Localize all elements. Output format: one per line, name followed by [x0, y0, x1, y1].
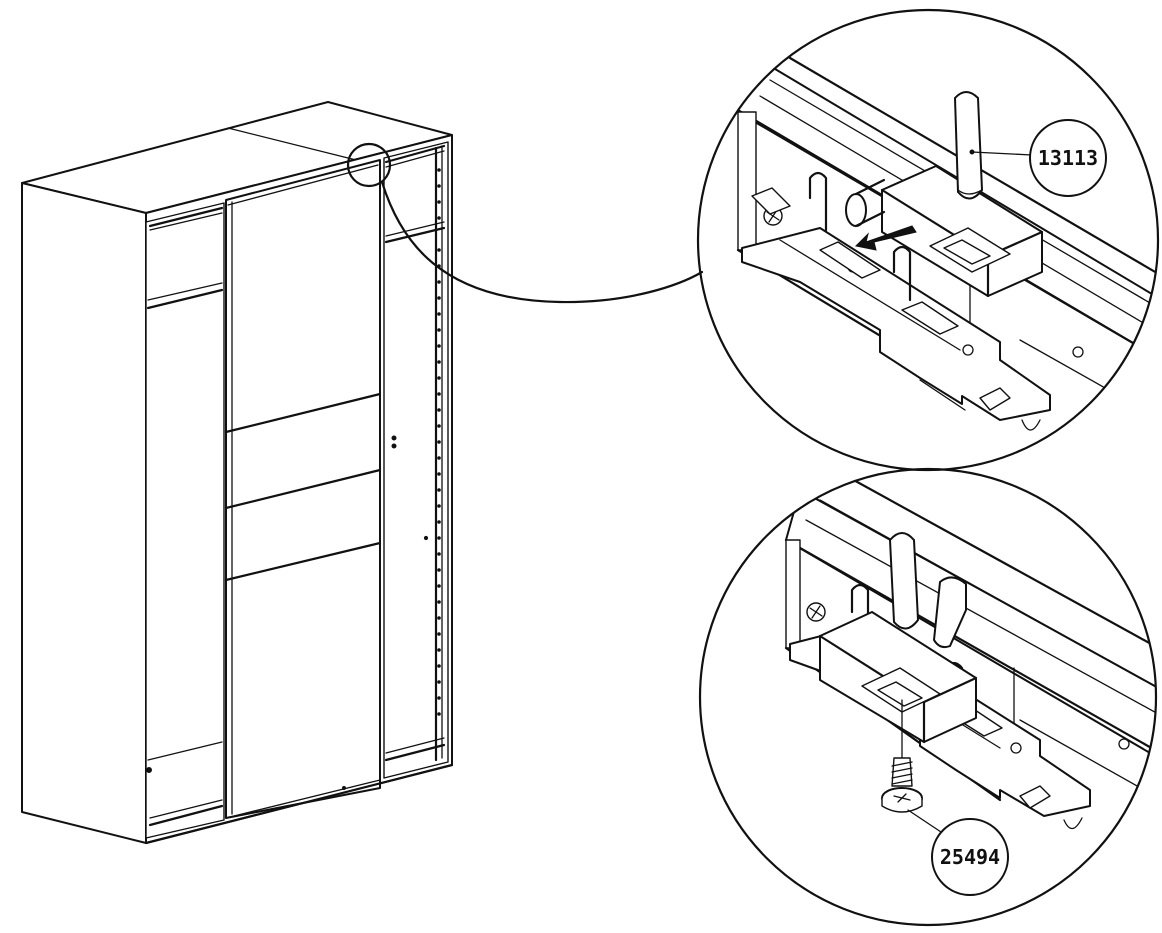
leader-25494 — [907, 809, 945, 835]
part-callout-25494 — [931, 818, 1009, 896]
leader-13113 — [971, 151, 1033, 156]
wardrobe-left-side — [21, 182, 147, 844]
part-number-25494: 25494 — [940, 845, 1000, 869]
detail-leader-curve — [380, 180, 704, 304]
shelf-pin-holes — [391, 168, 441, 716]
detail-view-bottom: 25494 — [698, 467, 1158, 927]
wardrobe — [21, 101, 454, 845]
left-compartment — [145, 202, 225, 839]
right-compartment — [383, 141, 449, 779]
detail-view-top: 13113 — [696, 8, 1160, 472]
detail-circle-bottom — [698, 467, 1158, 927]
part-number-13113: 13113 — [1038, 146, 1098, 170]
part-callout-13113 — [1029, 119, 1107, 197]
detail-marker — [346, 142, 392, 188]
